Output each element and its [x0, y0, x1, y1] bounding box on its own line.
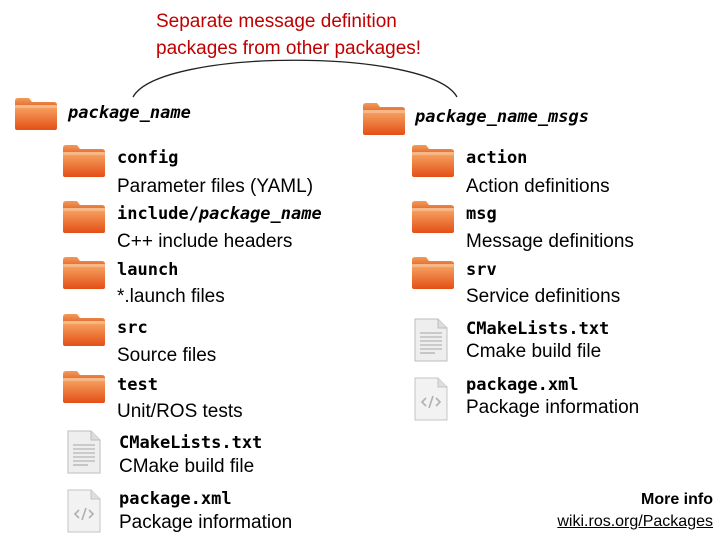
folder-icon [62, 256, 106, 290]
folder-icon [62, 144, 106, 178]
item-desc: *.launch files [117, 286, 225, 307]
item-desc: Unit/ROS tests [117, 401, 243, 422]
item-desc: CMake build file [119, 456, 255, 477]
note-line-2: packages from other packages! [156, 38, 422, 59]
item-desc: Action definitions [466, 176, 610, 197]
item-desc: Source files [117, 345, 217, 366]
item-name: CMakeLists.txt [466, 319, 610, 339]
right-package-name: package_name_msgs [415, 107, 589, 127]
separation-note: Separate message definition packages fro… [156, 8, 421, 62]
folder-icon [62, 370, 106, 404]
more-info-link[interactable]: wiki.ros.org/Packages [557, 513, 713, 530]
folder-icon [14, 97, 58, 131]
item-name: include/package_name [117, 203, 322, 225]
folder-icon [62, 200, 106, 234]
item-name: action [466, 148, 528, 168]
item-name: package.xml [119, 489, 232, 509]
item-name: src [117, 318, 148, 338]
item-desc: Package information [466, 397, 640, 418]
item-name: srv [466, 260, 497, 280]
item-desc: Package information [119, 512, 293, 533]
more-info-title: More info [641, 491, 713, 508]
folder-icon [411, 256, 455, 290]
item-name: CMakeLists.txt [119, 433, 263, 453]
folder-icon [411, 144, 455, 178]
note-line-1: Separate message definition [156, 11, 397, 32]
item-desc: Message definitions [466, 231, 634, 252]
item-name-italic: package_name [198, 204, 322, 224]
item-name-prefix: include/ [117, 204, 199, 224]
item-name: test [117, 375, 158, 395]
item-name: msg [466, 204, 497, 224]
item-name: config [117, 148, 179, 168]
item-desc: Cmake build file [466, 341, 602, 362]
item-desc: Parameter files (YAML) [117, 176, 314, 197]
text-file-icon [413, 318, 449, 362]
item-desc: C++ include headers [117, 231, 293, 252]
folder-icon [62, 313, 106, 347]
folder-icon [411, 200, 455, 234]
left-package-name: package_name [68, 103, 191, 123]
xml-file-icon [66, 489, 102, 533]
folder-icon [362, 102, 406, 136]
item-desc: Service definitions [466, 286, 621, 307]
item-name: launch [117, 260, 179, 280]
text-file-icon [66, 430, 102, 474]
item-name: package.xml [466, 375, 579, 395]
xml-file-icon [413, 377, 449, 421]
